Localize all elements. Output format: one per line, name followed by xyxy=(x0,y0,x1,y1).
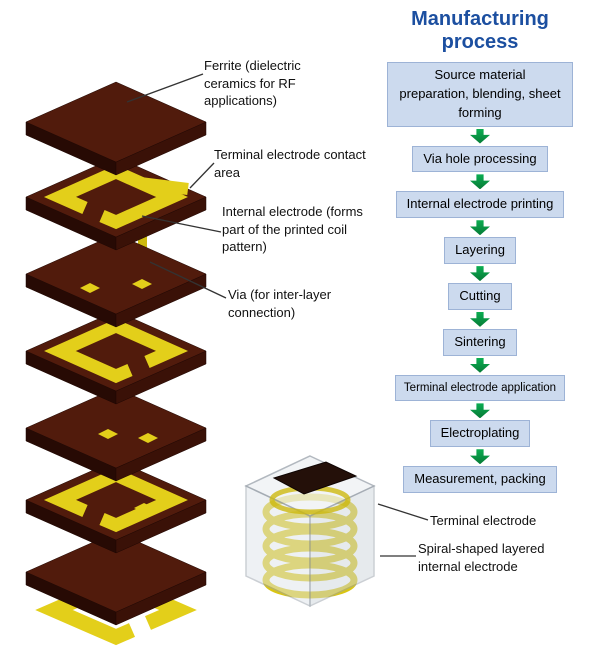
flow-step-sintering: Sintering xyxy=(443,328,517,356)
label-terminal-electrode: Terminal electrode xyxy=(430,513,537,528)
internal-electrode-pattern xyxy=(43,467,188,533)
terminal-contact-tab xyxy=(139,177,189,195)
manufacturing-flowchart: Manufacturing process Source material pr… xyxy=(372,8,588,494)
flow-step-via-hole: Via hole processing xyxy=(412,145,548,173)
flow-arrow-down-icon xyxy=(470,266,490,282)
label-via: Via (for inter-layer connection) xyxy=(228,287,332,320)
via-pad xyxy=(138,433,158,443)
flow-step-source-material: Source material preparation, blending, s… xyxy=(387,62,573,127)
flow-step-cutting: Cutting xyxy=(448,283,512,310)
flow-step-layering: Layering xyxy=(444,237,516,265)
flow-step-electrode-printing: Internal electrode printing xyxy=(395,191,565,219)
flow-step-electroplating: Electroplating xyxy=(429,420,531,448)
label-spiral-electrode: Spiral-shaped layered internal electrode xyxy=(418,541,545,574)
internal-electrode-pattern xyxy=(44,318,189,384)
ferrite-layer-with-via xyxy=(25,387,207,482)
ferrite-layer-with-electrode xyxy=(25,310,207,405)
label-internal-electrode: Internal electrode (forms part of the pr… xyxy=(222,204,363,255)
flow-arrow-down-icon xyxy=(470,357,490,373)
ferrite-layer-with-electrode xyxy=(25,459,207,554)
terminal-electrode-plate xyxy=(272,461,358,495)
via-pad xyxy=(134,503,154,513)
via-pad xyxy=(98,429,118,439)
via-pad xyxy=(132,279,152,289)
flow-arrow-down-icon xyxy=(470,174,490,190)
flow-arrow-down-icon xyxy=(470,403,490,419)
flow-arrow-down-icon xyxy=(470,449,490,465)
flow-arrow-down-icon xyxy=(470,220,490,236)
flow-step-measurement: Measurement, packing xyxy=(403,466,557,494)
layer-stack-illustration xyxy=(25,81,207,646)
ferrite-layer xyxy=(25,531,207,626)
label-ferrite: Ferrite (dielectric ceramics for RF appl… xyxy=(204,58,301,109)
ferrite-layer xyxy=(25,81,207,176)
via-pad xyxy=(80,283,100,293)
label-terminal-contact-area: Terminal electrode contact area xyxy=(214,147,366,180)
finished-component-illustration xyxy=(244,455,376,608)
flow-arrow-down-icon xyxy=(470,128,490,144)
flow-step-terminal-application: Terminal electrode application xyxy=(394,374,566,402)
flowchart-title: Manufacturing process xyxy=(411,8,549,53)
flow-arrow-down-icon xyxy=(470,311,490,327)
